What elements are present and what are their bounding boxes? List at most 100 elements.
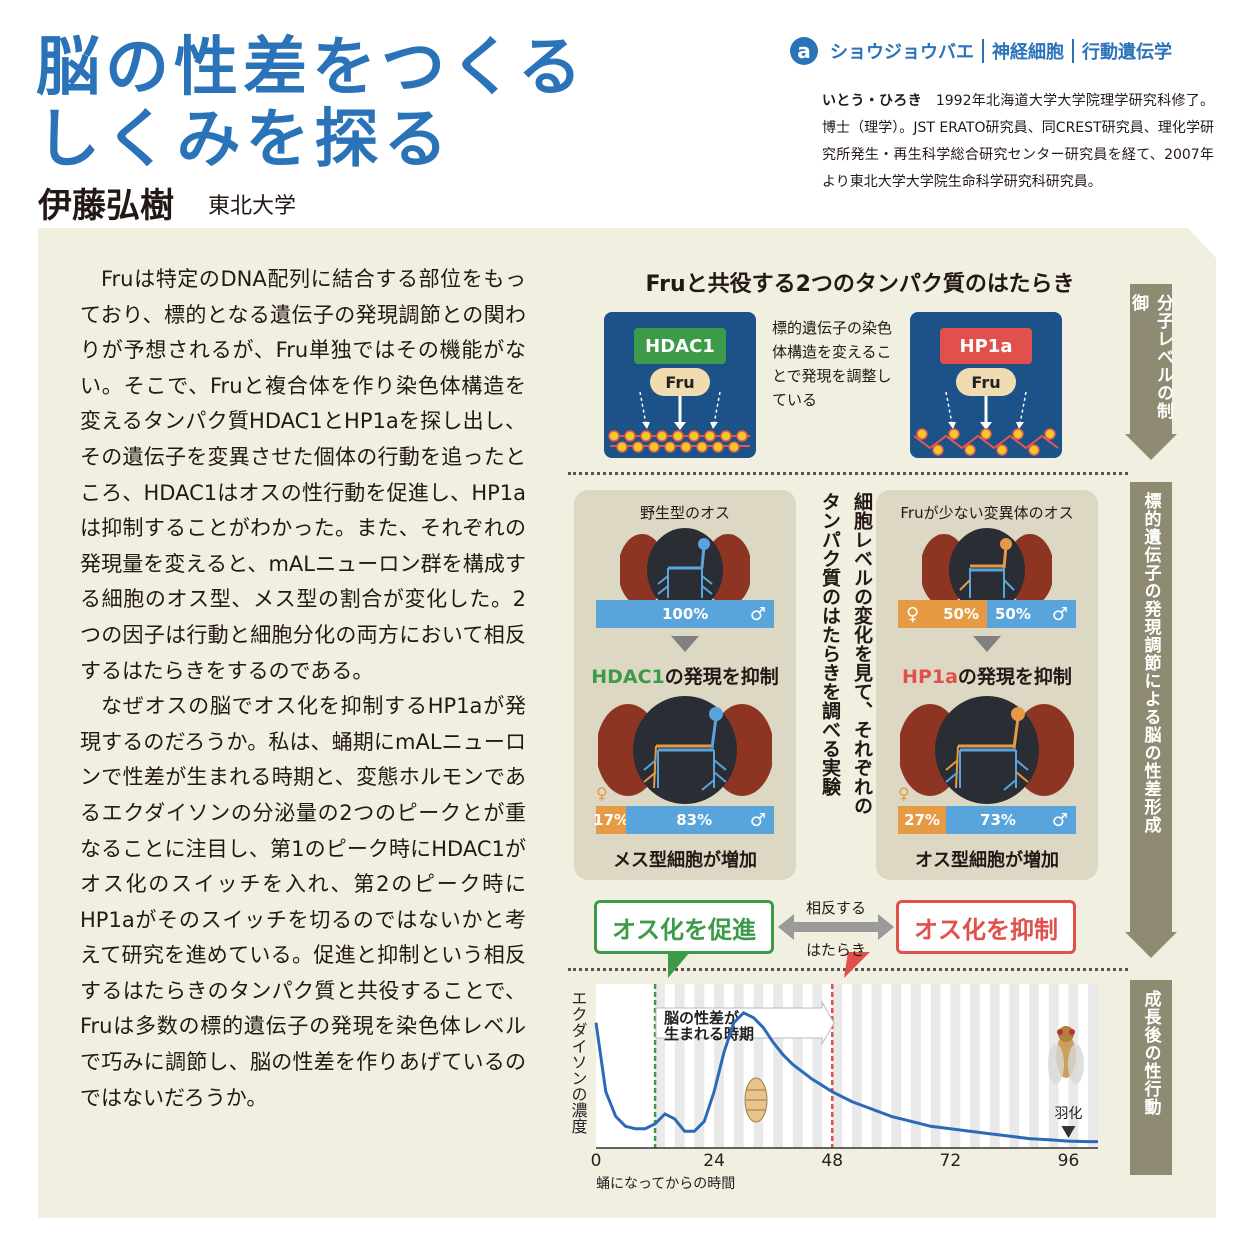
hdac1-chromatin-icon — [608, 391, 750, 453]
band-arrow-icon — [1125, 932, 1177, 958]
background-band — [694, 984, 705, 1148]
opposite-line-1: 相反する — [805, 899, 866, 917]
annotation-line-1: 脳の性差が — [664, 1009, 740, 1027]
background-band — [1029, 984, 1039, 1148]
background-band — [655, 984, 665, 1148]
eclosion-label: 羽化 — [1054, 1106, 1082, 1122]
hdac1-label: HDAC1 — [634, 328, 726, 364]
background-band — [832, 984, 843, 1148]
author-affiliation: 東北大学 — [208, 194, 297, 219]
suppress-masculinization-box: オス化を抑制 — [896, 900, 1076, 954]
female-segment: 27% — [898, 806, 947, 834]
promote-masculinization-box: オス化を促進 — [594, 900, 774, 954]
category-tag-3: 行動遺伝学 — [1082, 42, 1172, 63]
category-divider — [1072, 39, 1074, 63]
background-band — [989, 984, 1000, 1148]
male-symbol: ♂ — [749, 603, 766, 625]
green-pointer-icon — [668, 952, 690, 978]
x-tick-label: 24 — [703, 1151, 725, 1171]
pupa-icon — [744, 1077, 768, 1123]
author-name: 伊藤弘樹 — [38, 186, 174, 226]
wildtype-top-bar: 100% ♂ — [596, 600, 774, 628]
background-band — [674, 984, 685, 1148]
hp1a-suppress-text: HP1aの発現を抑制 — [902, 666, 1072, 688]
band-brain-sex-difference: 標的遺伝子の発現調節による脳の性差形成 — [1130, 482, 1172, 932]
band-adult-behavior: 成長後の性行動 — [1130, 980, 1172, 1175]
dotted-divider — [568, 472, 1128, 475]
fly-brain-large-icon — [900, 696, 1074, 804]
sex-difference-period-arrow — [655, 1000, 835, 1046]
hdac1-suppress-text: HDAC1の発現を抑制 — [591, 666, 779, 688]
y-axis-label: エクダイソンの濃度 — [569, 990, 588, 1134]
percent-100: 100% — [662, 605, 709, 623]
background-band — [812, 984, 823, 1148]
article-body: Fruは特定のDNA配列に結合する部位をもっており、標的となる遺伝子の発現調節と… — [80, 262, 526, 1116]
category-tags: a ショウジョウバエ 神経細胞 行動遺伝学 — [790, 36, 1172, 66]
band-arrow-icon — [1125, 434, 1177, 460]
x-tick-label: 96 — [1058, 1151, 1080, 1171]
hp1a-diagram: HP1a Fru — [910, 312, 1062, 458]
background-band — [1088, 984, 1098, 1148]
background-band — [891, 984, 902, 1148]
male-segment: 50% ♂ — [987, 600, 1076, 628]
band-molecular-control: 分子レベルの制御 — [1128, 284, 1173, 434]
mutant-top-bar: ♀ 50% 50% ♂ — [898, 600, 1076, 628]
figure-title: Fruと共役する2つのタンパク質のはたらき — [645, 272, 1075, 297]
bio-name: いとう・ひろき — [822, 93, 922, 109]
annotation-line-2: 生まれる時期 — [664, 1025, 754, 1043]
chromatin-note: 標的遺伝子の染色体構造を変えることで発現を調整している — [772, 319, 893, 409]
x-tick-label: 0 — [591, 1151, 602, 1171]
female-symbol: ♀ — [596, 784, 608, 803]
fru-label: Fru — [650, 368, 710, 396]
background-band — [733, 984, 744, 1148]
x-tick-label: 48 — [821, 1151, 843, 1171]
background-band — [930, 984, 941, 1148]
down-arrow-icon — [671, 636, 699, 652]
mutant-card: Fruが少ない変異体のオス ♀ 50% 50% ♂ HP1aの発現を抑制 — [876, 490, 1098, 880]
fly-brain-large-icon — [598, 696, 772, 804]
female-segment: 17% — [593, 806, 629, 834]
background-band — [753, 984, 764, 1148]
fly-brain-small-icon — [922, 528, 1052, 612]
hp1a-chromatin-icon — [913, 391, 1059, 456]
hdac1-diagram: HDAC1 Fru — [604, 312, 756, 458]
x-axis-label: 蛹になってからの時間 — [596, 1176, 735, 1192]
red-pointer-icon — [844, 952, 870, 978]
female-symbol: ♀ — [898, 784, 910, 803]
body-paragraph-2: なぜオスの脳でオス化を抑制するHP1aが発現するのだろうか。私は、蛹期にmALニ… — [80, 694, 526, 1110]
mutant-bottom-bar: 27% 73% ♂ — [898, 806, 1076, 834]
background-band — [773, 984, 784, 1148]
background-band — [970, 984, 980, 1148]
wildtype-bottom-bar: 17% 83% ♂ — [593, 806, 774, 834]
category-divider — [982, 39, 984, 63]
background-band — [871, 984, 882, 1148]
hp1a-label: HP1a — [940, 328, 1032, 364]
mutant-label: Fruが少ない変異体のオス — [900, 504, 1074, 522]
body-paragraph-1: Fruは特定のDNA配列に結合する部位をもっており、標的となる遺伝子の発現調節と… — [80, 267, 526, 683]
journal-logo-icon: a — [790, 37, 818, 65]
background-band — [1009, 984, 1020, 1148]
adult-fly-icon — [1048, 1026, 1084, 1084]
ecdysone-chart: 脳の性差が 生まれる時期 羽化 0 24 48 72 96 蛹になってからの時間 エクダ… — [569, 984, 1098, 1192]
wildtype-card: 野生型のオス 100% ♂ HDAC1の発現を抑制 — [574, 490, 796, 880]
background-band — [910, 984, 921, 1148]
male-segment: 83% ♂ — [626, 806, 774, 834]
female-increase-text: メス型細胞が増加 — [613, 850, 757, 871]
double-arrow-icon — [778, 914, 894, 940]
fly-brain-small-icon — [620, 528, 750, 612]
male-increase-text: オス型細胞が増加 — [915, 850, 1059, 871]
opposite-line-2: はたらき — [806, 941, 866, 959]
male-segment: 73% ♂ — [946, 806, 1076, 834]
x-tick-label: 72 — [940, 1151, 962, 1171]
article-title: 脳の性差をつくる しくみを探る — [36, 32, 587, 176]
down-arrow-icon — [973, 636, 1001, 652]
experiment-description: 細胞レベルの変化を見て、それぞれのタンパク質のはたらきを調べる実験 — [819, 492, 873, 815]
background-band — [950, 984, 961, 1148]
ecdysone-concentration-line — [594, 1010, 1098, 1144]
opposite-function-note: 相反する はたらき — [790, 898, 882, 966]
bio-text: 1992年北海道大学大学院理学研究科修了。博士（理学）。JST ERATO研究員… — [822, 93, 1214, 190]
wildtype-label: 野生型のオス — [639, 504, 730, 522]
title-line-1: 脳の性差をつくる — [36, 31, 587, 105]
female-segment: ♀ 50% — [898, 600, 987, 628]
